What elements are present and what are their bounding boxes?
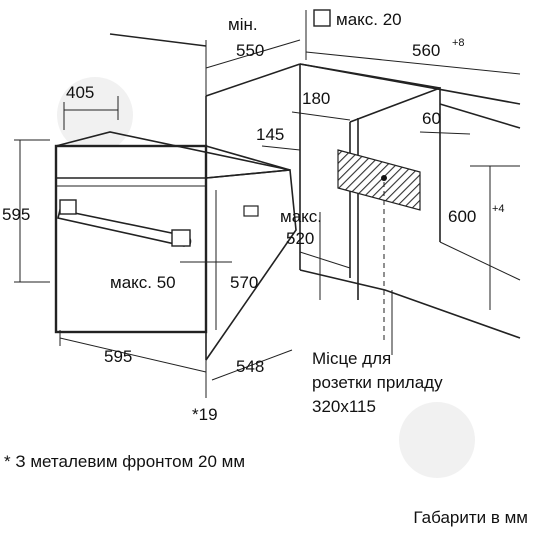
watermark-logo bbox=[57, 77, 475, 478]
label-max-20: макс. 20 bbox=[336, 10, 402, 29]
label-560-tolerance: +8 bbox=[452, 37, 465, 49]
footnote: * З металевим фронтом 20 мм bbox=[4, 452, 246, 471]
label-560: 560 bbox=[412, 41, 440, 60]
label-max-520-word: макс. bbox=[280, 207, 322, 226]
label-max-50: макс. 50 bbox=[110, 273, 176, 292]
socket-note-line3: 320x115 bbox=[312, 397, 376, 416]
label-520: 520 bbox=[286, 229, 314, 248]
label-oven-width: 595 bbox=[104, 347, 132, 366]
units-note: Габарити в мм bbox=[413, 508, 528, 527]
socket-note-line2: розетки приладу bbox=[312, 373, 443, 392]
label-180: 180 bbox=[302, 89, 330, 108]
label-570: 570 bbox=[230, 273, 258, 292]
label-600-tolerance: +4 bbox=[492, 203, 505, 215]
label-405: 405 bbox=[66, 83, 94, 102]
cabinet-niche bbox=[109, 33, 521, 360]
socket-note-line1: Місце для bbox=[312, 349, 391, 368]
oven-body bbox=[54, 131, 297, 361]
label-145: 145 bbox=[256, 125, 284, 144]
label-niche-min: мін. bbox=[228, 15, 258, 34]
label-60: 60 bbox=[422, 109, 441, 128]
checkbox-icon bbox=[313, 9, 331, 27]
socket-area bbox=[337, 149, 421, 340]
label-niche-min-width: 550 bbox=[236, 41, 264, 60]
label-front-thickness: *19 bbox=[192, 405, 218, 424]
label-548: 548 bbox=[236, 357, 264, 376]
dimension-labels: мін. 550 макс. 20 560 +8 405 180 60 145 … bbox=[2, 9, 505, 424]
label-oven-height: 595 bbox=[2, 205, 30, 224]
dimension-lines bbox=[14, 10, 521, 398]
label-600: 600 bbox=[448, 207, 476, 226]
